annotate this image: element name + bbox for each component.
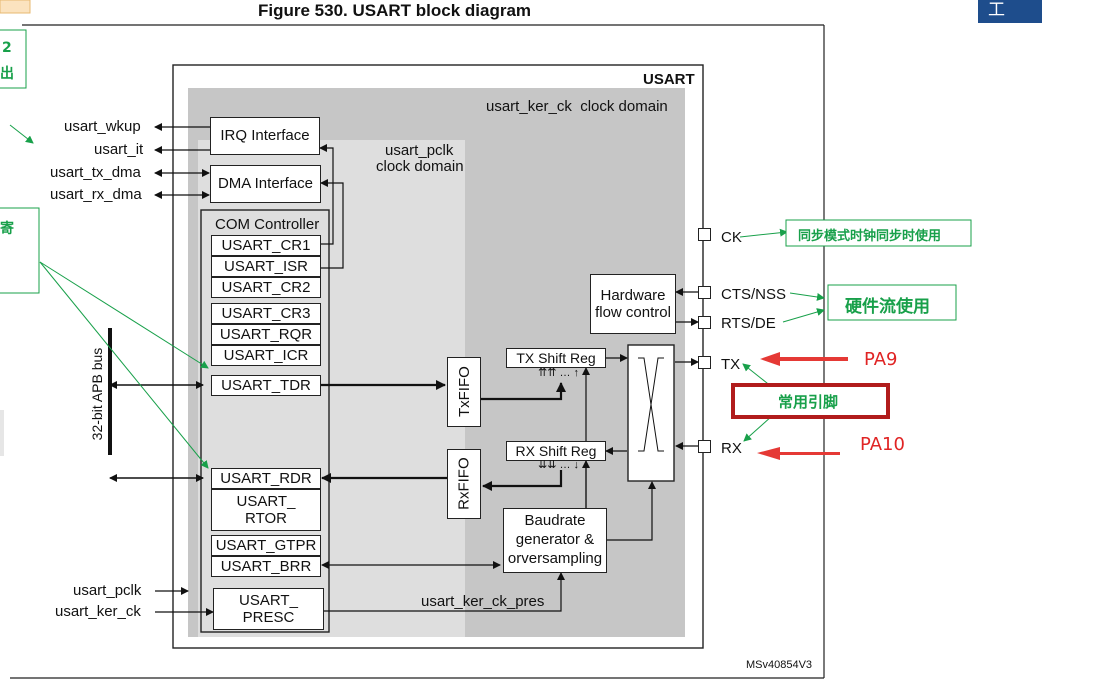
rtor-line-2: RTOR — [245, 510, 287, 527]
left-top-annotation-1: 2 — [2, 40, 12, 56]
left-top-frame — [0, 29, 27, 89]
usart-rqr-reg: USART_RQR — [211, 324, 321, 345]
baud-line-1: Baudrate — [524, 512, 586, 530]
signal-wkup: usart_wkup — [64, 118, 141, 135]
pin-rts-label: RTS/DE — [721, 315, 776, 332]
txfifo-label: TxFIFO — [455, 366, 473, 418]
cr1-irq-line — [319, 144, 334, 245]
baudrate-generator-block: Baudrate generator & orversampling — [503, 508, 607, 573]
left-faint-mark — [0, 410, 4, 456]
crossbar-line-b — [638, 357, 664, 452]
usart-cr1-reg: USART_CR1 — [211, 235, 321, 256]
figure-title: Figure 530. USART block diagram — [258, 1, 532, 20]
green-line-rts — [782, 308, 825, 323]
usart-cr3-reg: USART_CR3 — [211, 303, 321, 324]
green-line-tdr — [39, 261, 209, 369]
baud-line-2: generator & — [515, 531, 595, 549]
usart-icr-reg: USART_ICR — [211, 345, 321, 366]
ref-code: MSv40854V3 — [746, 659, 813, 671]
hw-flow-line-2: flow control — [595, 304, 671, 321]
green-line-rx — [743, 415, 773, 442]
signal-ker-ck: usart_ker_ck — [55, 603, 141, 620]
usart-isr-reg: USART_ISR — [211, 256, 321, 277]
hw-flow-frame — [827, 284, 957, 321]
top-right-button-label[interactable]: 工 — [988, 0, 1005, 20]
sync-clock-frame — [785, 219, 972, 247]
presc-line-1: USART_ — [239, 591, 298, 609]
green-line-rdr — [39, 261, 209, 469]
signal-ker-ck-pres: usart_ker_ck_pres — [421, 593, 545, 610]
left-top-annotation-2: 出 — [0, 66, 14, 82]
apb-bus-label: 32-bit APB bus — [89, 347, 105, 441]
signal-it: usart_it — [94, 141, 144, 158]
sync-clock-annotation: 同步模式时钟同步时使用 — [798, 229, 942, 244]
hw-flow-line-1: Hardware — [600, 286, 666, 304]
tx-shift-reg: TX Shift Reg — [506, 348, 606, 368]
usart-gtpr-reg: USART_GTPR — [211, 535, 321, 556]
red-arrow-rx — [757, 447, 840, 460]
left-mid-annotation: 寄 — [0, 221, 14, 237]
rxshift-rxfifo-arrow — [482, 470, 563, 491]
usart-rtor-reg: USART_ RTOR — [211, 489, 321, 531]
pclk-domain-label-2: clock domain — [376, 158, 464, 175]
rx-shift-reg: RX Shift Reg — [506, 441, 606, 461]
com-controller-frame — [200, 209, 330, 633]
pin-rx-label: RX — [721, 440, 742, 457]
usart-tdr-reg: USART_TDR — [211, 375, 321, 396]
rx-shift-bits: ⇊⇊ … ↓ — [538, 459, 580, 471]
signal-pclk: usart_pclk — [73, 582, 142, 599]
pa10-label: PA10 — [860, 434, 905, 455]
pin-ck-label: CK — [721, 229, 742, 246]
green-line-cts — [789, 292, 825, 301]
baud-line-3: orversampling — [507, 549, 603, 567]
top-left-tab — [0, 0, 31, 14]
signal-tx-dma: usart_tx_dma — [50, 164, 141, 181]
usart-rdr-reg: USART_RDR — [211, 468, 321, 489]
usart-brr-reg: USART_BRR — [211, 556, 321, 577]
irq-interface-block: IRQ Interface — [210, 117, 320, 155]
ker-domain-label: usart_ker_ck clock domain — [486, 98, 668, 115]
pin-cts-label: CTS/NSS — [721, 286, 787, 303]
signal-rx-dma: usart_rx_dma — [50, 186, 142, 203]
crossbar-box — [627, 344, 675, 482]
baud-crossbar-line — [607, 481, 656, 541]
isr-dma-line — [320, 179, 344, 269]
left-mid-frame — [0, 207, 40, 294]
common-pins-frame — [731, 383, 890, 419]
pa9-label: PA9 — [864, 349, 898, 370]
presc-line-2: PRESC — [242, 609, 295, 626]
common-pins-annotation: 常用引脚 — [778, 393, 839, 411]
hw-flow-annotation: 硬件流使用 — [845, 297, 930, 317]
rtor-line-1: USART_ — [236, 492, 296, 510]
pin-rx — [698, 440, 711, 453]
presc-baud-line — [324, 572, 565, 612]
rxfifo-label: RxFIFO — [455, 457, 473, 511]
pin-ck — [698, 228, 711, 241]
green-line-top — [9, 124, 34, 144]
red-arrow-tx — [760, 352, 848, 366]
usart-presc-reg: USART_ PRESC — [213, 588, 324, 630]
hardware-flow-control-block: Hardware flow control — [590, 274, 676, 334]
top-right-button — [978, 0, 1042, 23]
rxfifo-block: RxFIFO — [447, 449, 481, 519]
tx-shift-bits: ⇈⇈ … ↑ — [538, 367, 580, 379]
pin-tx — [698, 356, 711, 369]
com-controller-label: COM Controller — [215, 216, 320, 233]
txfifo-block: TxFIFO — [447, 357, 481, 427]
pin-tx-label: TX — [721, 356, 741, 373]
dma-interface-block: DMA Interface — [210, 165, 321, 203]
pclk-domain-label-1: usart_pclk — [385, 142, 454, 159]
green-line-ck — [739, 228, 788, 238]
usart-title: USART — [643, 71, 695, 88]
pin-rts — [698, 316, 711, 329]
pin-cts — [698, 286, 711, 299]
txfifo-txshift-arrow — [481, 382, 566, 401]
usart-cr2-reg: USART_CR2 — [211, 277, 321, 298]
